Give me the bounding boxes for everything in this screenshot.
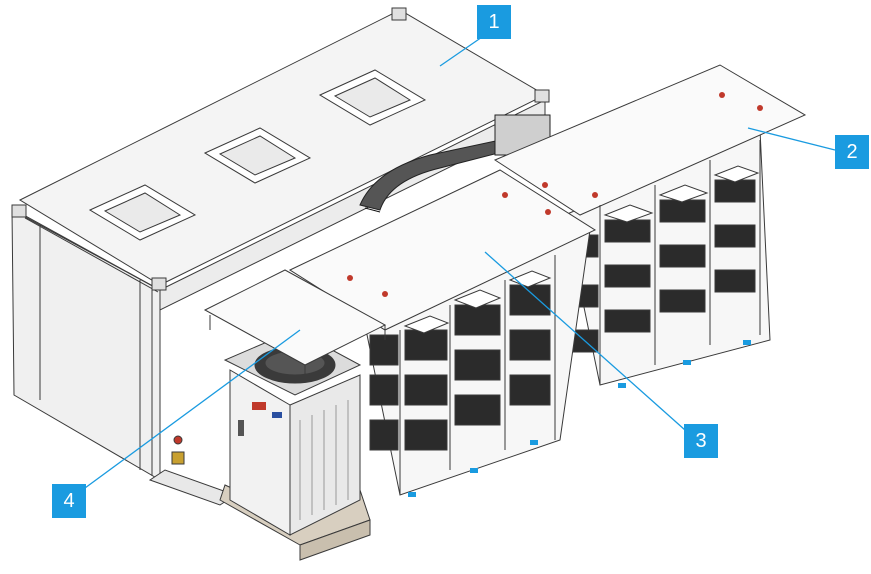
roof-hatch [88,184,197,241]
callout-badge-3: 3 [684,424,718,458]
roof-hatch [318,69,427,126]
callout-2-leader [747,127,836,151]
callout-badge-4: 4 [52,484,86,518]
valve-assembly [171,435,185,465]
callout-4-leader [84,329,301,489]
roof-hatch [203,127,312,184]
cooling-unit [203,269,387,561]
battery-rack-rear [493,64,807,388]
callout-badge-2: 2 [835,135,869,169]
callout-3-leader [484,251,686,431]
callout-badge-1: 1 [477,5,511,39]
callout-1-leader [439,34,486,67]
